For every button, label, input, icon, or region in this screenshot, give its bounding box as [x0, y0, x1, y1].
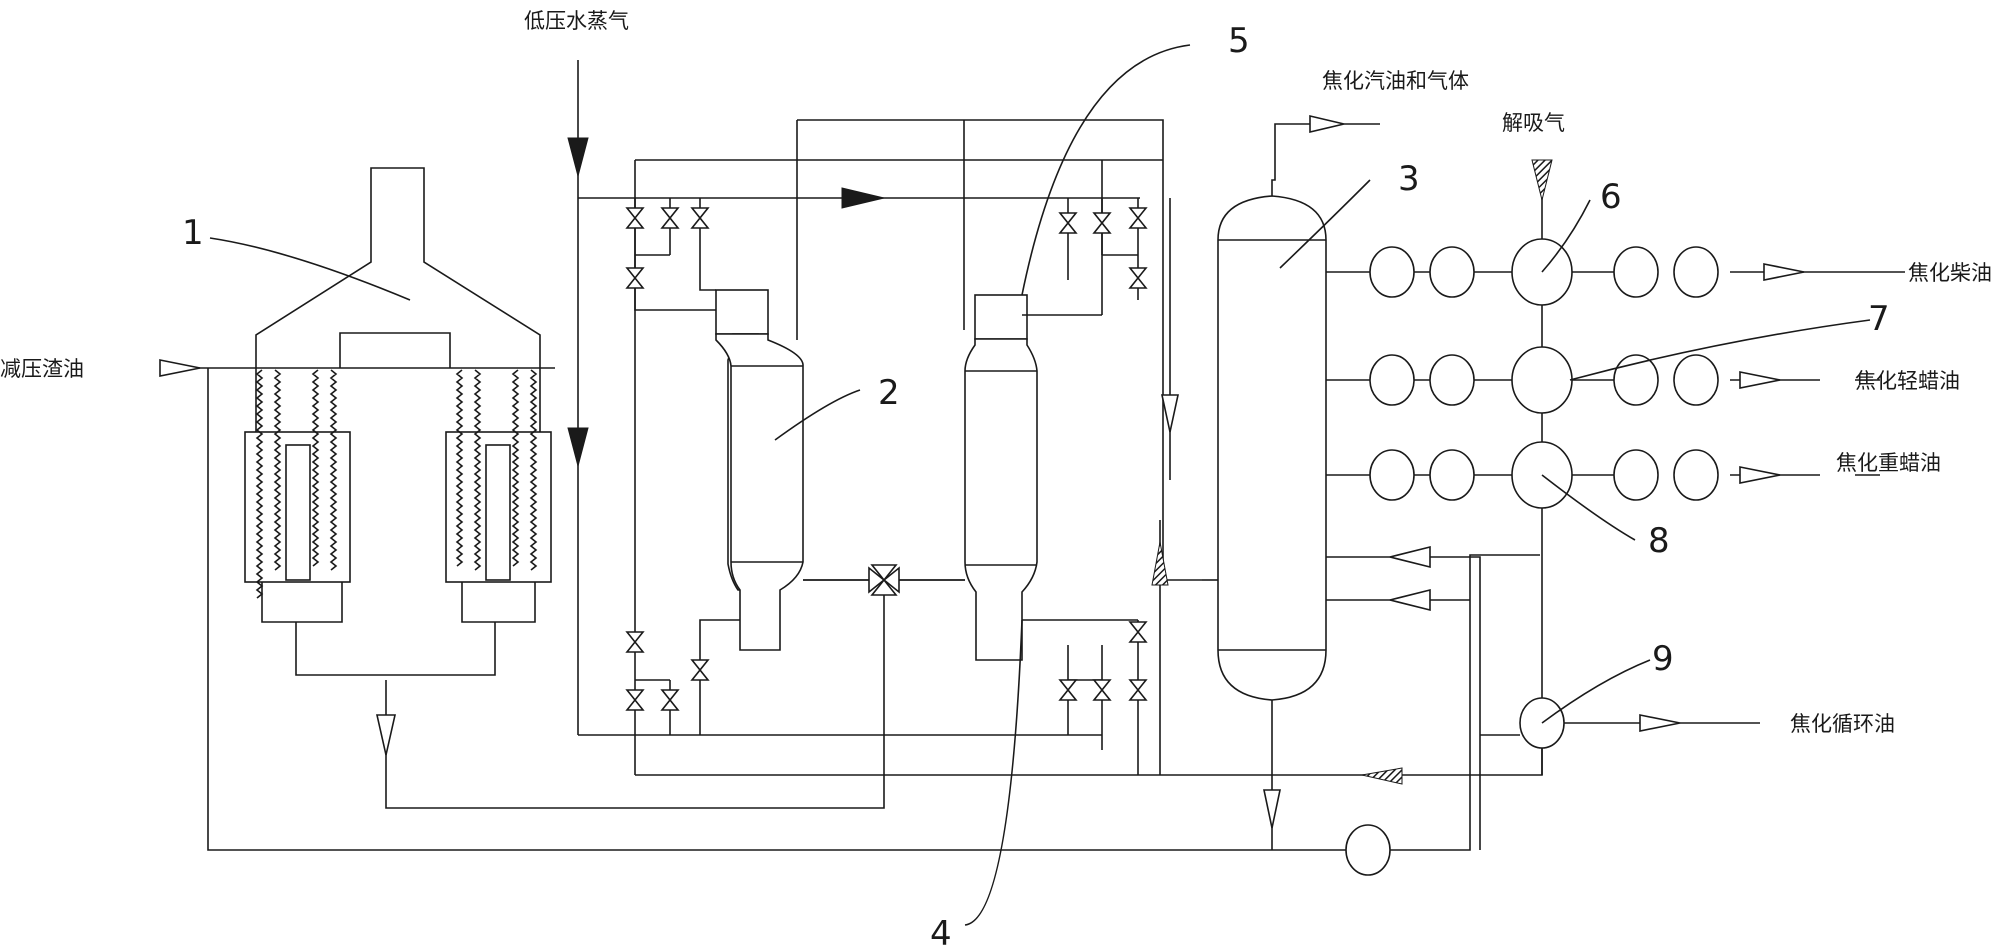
label-coker-diesel: 焦化柴油 [1908, 261, 1992, 285]
label-vacuum-residue: 减压渣油 [0, 357, 84, 381]
fractionator [1202, 114, 1380, 850]
callout-leaders [209, 44, 1871, 926]
callout-7: 7 [1868, 299, 1890, 339]
steam-line [567, 60, 1140, 736]
callout-5: 5 [1228, 21, 1250, 61]
label-coker-heavy-wax-oil: 焦化重蜡油 [1836, 451, 1941, 475]
label-coker-light-wax-oil: 焦化轻蜡油 [1855, 369, 1960, 393]
drum-piping [625, 119, 1202, 776]
label-coker-gasoline-gas: 焦化汽油和气体 [1322, 69, 1469, 93]
heating-furnace [244, 167, 552, 676]
label-low-pressure-steam: 低压水蒸气 [524, 9, 629, 33]
callout-4: 4 [930, 914, 952, 950]
vacuum-residue-feed-line [159, 359, 1540, 851]
callout-8: 8 [1648, 521, 1670, 561]
label-desorbed-gas: 解吸气 [1502, 111, 1565, 135]
coke-drum-b [964, 294, 1038, 661]
label-coker-recycle-oil: 焦化循环油 [1790, 712, 1895, 736]
callout-9: 9 [1652, 639, 1674, 679]
callout-2: 2 [878, 373, 900, 413]
callout-6: 6 [1600, 177, 1622, 217]
side-draw-lines [1160, 159, 1905, 876]
coke-drum-a [715, 289, 804, 651]
callout-3: 3 [1398, 159, 1420, 199]
callout-1: 1 [182, 213, 204, 253]
